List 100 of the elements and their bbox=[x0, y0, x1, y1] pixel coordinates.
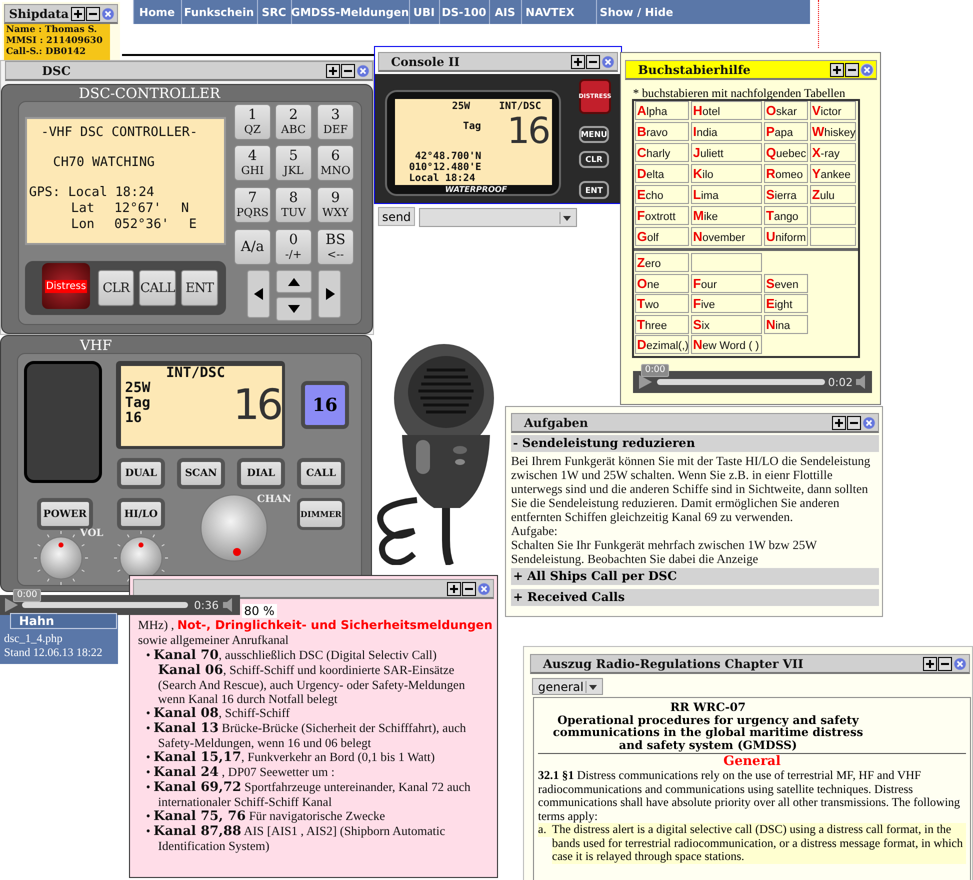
table-cell: Seven bbox=[764, 274, 808, 292]
list-item: • Kanal 87,88 AIS [AIS1 , AIS2] (Shipborn Automatic Identification System) bbox=[145, 824, 446, 853]
heading: Operational procedures for urgency and safety communications in the global maritime distress and safety system (GMDSS) bbox=[552, 714, 864, 751]
window-title: DSC bbox=[42, 64, 71, 78]
lcd-text: CH70 WATCHING bbox=[53, 155, 155, 170]
note-text: * buchstabieren mit nachfolgenden Tabellen bbox=[633, 86, 846, 101]
knob-label: VOL bbox=[80, 528, 104, 539]
table-cell: Papa bbox=[764, 122, 808, 141]
table-cell: Alpha bbox=[635, 101, 689, 120]
section-heading: General bbox=[538, 753, 966, 769]
table-cell: Victor bbox=[810, 101, 856, 120]
table-cell: Zero bbox=[635, 253, 689, 272]
menu-tab: Funkschein bbox=[181, 0, 256, 24]
table-cell: X-ray bbox=[810, 143, 856, 162]
device-text: WATERPROOF bbox=[445, 185, 508, 194]
list-item: • Kanal 24 , DP07 Seewetter um : bbox=[145, 765, 336, 780]
lcd-text: 010°12.480'E bbox=[409, 162, 482, 173]
table-cell: Bravo bbox=[635, 122, 689, 141]
paragraph: Bei Ihrem Funkgerät können Sie mit der Taste HI/LO die Sendeleistung zwischen 1W und 25W schalten. Wenn Sie z.B. in eienr Flottille unterwegs sind und die anderen Schiffe sind in Sichtweite, dann sollten Sie die Sendeleistung reduzieren. Damit ermöglichen Sie anderen entfernten Schiffen gleichzeitig Kanal 69 zu verwenden. bbox=[511, 454, 872, 524]
window-panel bbox=[2, 2, 120, 60]
channel-digits: 16 bbox=[233, 384, 280, 426]
info-text: Call-S.: DB0142 bbox=[6, 47, 87, 58]
table-cell: Whiskey bbox=[810, 122, 856, 141]
table-cell: Eight bbox=[764, 294, 808, 313]
lcd-text: Tag bbox=[125, 396, 150, 411]
table-cell: Uniform bbox=[764, 227, 808, 246]
lcd-text: Lon 052°36' E bbox=[71, 217, 197, 232]
arrow-key bbox=[276, 270, 312, 293]
time-label: 0:36 bbox=[194, 599, 219, 612]
heading: RR WRC-07 bbox=[669, 701, 747, 714]
menu-tab: GMDSS-Meldungen bbox=[291, 0, 408, 24]
radio-button: ENT bbox=[579, 181, 609, 199]
arrow-key bbox=[318, 270, 341, 318]
window-panel bbox=[505, 406, 883, 617]
info-text: MMSI : 211409630 bbox=[6, 36, 104, 47]
keypad-key: 1 QZ bbox=[234, 104, 271, 140]
keypad-key: 7 PQRS bbox=[234, 187, 271, 223]
paragraph: MHz) , Not-, Dringlichkeit- und Sicherheitsmeldungen sowie allgemeiner Anrufkanal bbox=[138, 618, 494, 648]
keypad-key: A/a bbox=[234, 229, 271, 265]
paragraph: Aufgabe: bbox=[511, 524, 559, 538]
keypad-key: 9 WXY bbox=[317, 187, 354, 223]
lcd-text: Tag bbox=[463, 121, 482, 132]
keypad-key: 4 GHI bbox=[234, 145, 271, 181]
time-label: 0:02 bbox=[828, 376, 853, 389]
lcd-text: Lat 12°67' N bbox=[71, 201, 189, 216]
panel-heading: VHF bbox=[78, 338, 114, 354]
dropdown: general bbox=[532, 678, 603, 695]
table-cell: Tango bbox=[764, 206, 808, 225]
list-item: • Kanal 15,17, Funkverkehr an Bord (0,1 bis 1 Watt) bbox=[145, 750, 436, 765]
list-item: The distress alert is a digital selective call (DSC) using a distress call format, in the bands used for terrestrial radiocommunication, or a distress message format, in which case it is relayed through space stations. bbox=[552, 823, 966, 864]
section-toggle: + Received Calls bbox=[511, 589, 879, 606]
window-title: Console II bbox=[391, 54, 460, 68]
table-cell: Golf bbox=[635, 227, 689, 246]
list-marker: a. bbox=[538, 823, 552, 836]
file-name: dsc_1_4.php bbox=[4, 633, 62, 645]
window-title: Shipdata bbox=[9, 6, 69, 20]
panel-heading: DSC-CONTROLLER bbox=[78, 86, 222, 102]
lcd-text: Local 18:24 bbox=[409, 173, 476, 184]
channel-digits: 16 bbox=[507, 114, 549, 150]
table-cell: November bbox=[691, 227, 762, 246]
table-cell: Lima bbox=[691, 185, 762, 204]
keypad-key: 5 JKL bbox=[275, 145, 312, 181]
radio-button: DIAL bbox=[237, 458, 285, 489]
section-toggle: - Sendeleistung reduzieren bbox=[511, 435, 879, 452]
keypad-key: 6 MNO bbox=[317, 145, 354, 181]
lcd-text: 16 bbox=[125, 411, 142, 426]
window-title: Buchstabierhilfe bbox=[638, 62, 751, 76]
lcd-text: 25W bbox=[452, 101, 470, 112]
window-title: Auszug Radio-Regulations Chapter VII bbox=[543, 656, 804, 670]
radio-button: CLR bbox=[579, 151, 609, 168]
table-cell: Juliett bbox=[691, 143, 762, 162]
table-cell: Sierra bbox=[764, 185, 808, 204]
distress-button: Distress bbox=[42, 263, 90, 309]
sidebar-tab: Hahn bbox=[10, 613, 117, 629]
table-cell: Dezimal(,) bbox=[635, 335, 689, 354]
lcd-text: INT/DSC bbox=[499, 101, 542, 112]
window-panel bbox=[523, 646, 973, 880]
table-cell: Echo bbox=[635, 185, 689, 204]
table-cell: Six bbox=[691, 314, 762, 334]
keypad-key: 3 DEF bbox=[317, 104, 354, 140]
paragraph: Schalten Sie Ihr Funkgerät mehrfach zwischen 1W bzw 25W Sendeleistung. Beobachten Sie dabei die Anzeige bbox=[511, 538, 818, 566]
lcd-text: INT/DSC bbox=[166, 366, 226, 381]
list-item: • Kanal 70, ausschließlich DSC (Digital Selectiv Call) bbox=[145, 648, 438, 663]
list-item: • Kanal 08, Schiff-Schiff bbox=[145, 706, 291, 721]
table-cell: One bbox=[635, 274, 689, 292]
radio-button: ENT bbox=[181, 270, 218, 306]
table-cell: Hotel bbox=[691, 101, 762, 120]
radio-button: CALL bbox=[297, 458, 345, 489]
dropdown bbox=[419, 208, 577, 227]
menu-tab: DS-100 bbox=[439, 0, 488, 24]
lcd-text: GPS: Local 18:24 bbox=[29, 185, 154, 200]
arrow-key bbox=[247, 270, 270, 318]
table-cell: Two bbox=[635, 294, 689, 313]
table-cell: Three bbox=[635, 314, 689, 334]
list-item: • Kanal 13 Brücke-Brücke (Sicherheit der Schifffahrt), auch Safety-Meldungen, wenn 16 und 06 belegt bbox=[145, 721, 468, 750]
table-cell: Oskar bbox=[764, 101, 808, 120]
radio-panel bbox=[0, 335, 372, 592]
channel-button: 16 bbox=[301, 381, 349, 429]
keypad-key: 8 TUV bbox=[275, 187, 312, 223]
arrow-key bbox=[276, 297, 312, 321]
